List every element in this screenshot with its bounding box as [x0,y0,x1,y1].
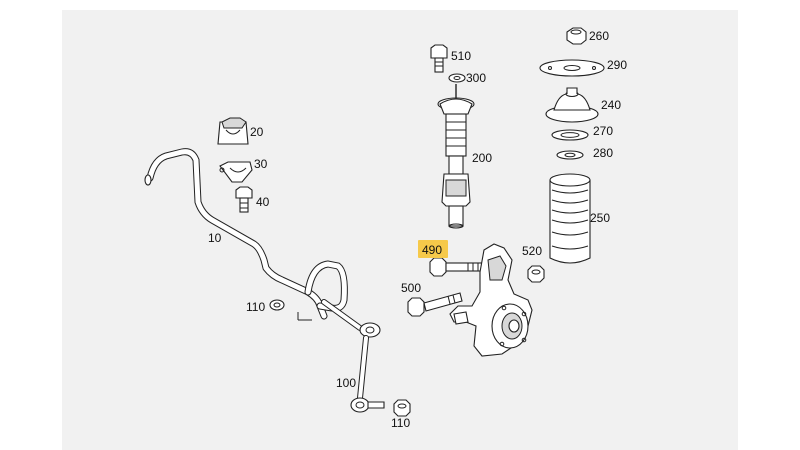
highlight-490 [418,240,448,258]
callout-290: 290 [607,58,627,72]
callout-200: 200 [472,151,492,165]
shock-strut-200 [437,84,475,229]
bracket-30 [219,161,253,183]
bolt-500 [407,292,463,317]
callout-110-lower: 110 [391,416,410,430]
callout-10: 10 [208,231,222,245]
callout-240: 240 [601,98,621,112]
bolt-40 [235,186,253,213]
callout-250: 250 [590,211,610,225]
callout-20: 20 [250,125,264,139]
nut-520 [527,265,545,283]
callout-labels: 260 510 290 300 240 270 20 280 200 30 40… [208,29,627,430]
parts-diagram-canvas: 260 510 290 300 240 270 20 280 200 30 40… [62,10,738,450]
callout-280: 280 [593,146,613,160]
callout-510: 510 [451,49,471,63]
nut-110-lower [393,399,411,417]
callout-100: 100 [336,376,356,390]
dust-boot-250 [549,173,591,264]
callout-30: 30 [254,157,268,171]
bolt-490 [429,257,487,277]
callout-520: 520 [522,244,542,258]
callout-490: 490 [422,243,442,257]
washer-300 [448,73,466,83]
callout-270: 270 [593,124,613,138]
bump-stop-280 [556,150,584,160]
washer-110-upper [269,299,285,311]
nut-260 [566,27,587,45]
steering-knuckle [449,243,533,357]
plate-290 [539,59,605,77]
callout-500: 500 [401,281,421,295]
washer-270 [551,129,589,141]
bushing-20 [217,117,249,145]
stabilizer-link-100 [350,322,385,413]
callout-110-upper: 110 [246,300,265,314]
callout-40: 40 [256,195,270,209]
strut-mount-240 [545,87,599,123]
bolt-510 [430,44,448,73]
callout-260: 260 [589,29,609,43]
stabilizer-bar-10 [144,148,363,331]
callout-300: 300 [466,71,486,85]
parts-diagram: 260 510 290 300 240 270 20 280 200 30 40… [144,27,627,430]
